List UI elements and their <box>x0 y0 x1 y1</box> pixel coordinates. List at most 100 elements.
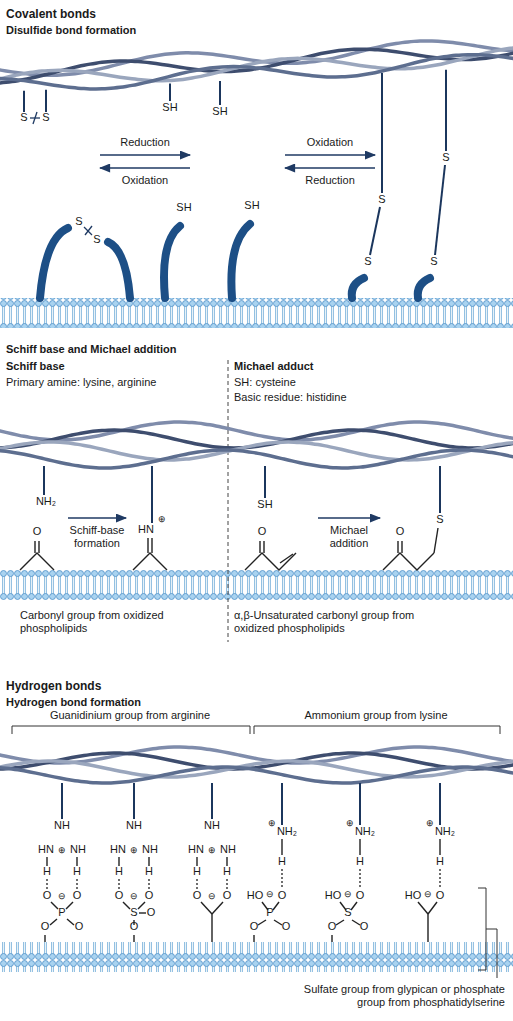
residue-stick <box>439 783 441 825</box>
residue-stick <box>435 165 445 255</box>
chemical-bond <box>428 902 437 914</box>
chemical-bond <box>44 935 45 942</box>
atom-label: NH <box>126 819 142 832</box>
atom-label: S <box>344 906 351 919</box>
arrow-label: Reduction <box>120 136 170 149</box>
chemical-bond <box>76 857 77 866</box>
charge-symbol: ⊕ <box>426 818 434 829</box>
chemical-bond <box>274 920 282 925</box>
residue-stick <box>169 84 171 102</box>
chemical-bond <box>253 935 254 942</box>
panel-subtitle: Hydrogen bond formation <box>6 696 141 709</box>
atom-label: SH <box>212 105 227 118</box>
reaction-arrow <box>68 517 380 519</box>
chemical-bond <box>331 935 332 942</box>
atom-label: O <box>115 889 124 902</box>
residue-stick <box>133 783 135 819</box>
atom-label: O <box>436 889 445 902</box>
chemical-bond <box>66 902 73 909</box>
fiber-strand <box>0 450 513 468</box>
residue-stick <box>211 783 213 819</box>
residue-stick <box>381 73 383 193</box>
atom-label: H <box>356 855 364 868</box>
atom-label: P <box>266 906 273 919</box>
panel-subtitle: Schiff base <box>6 360 65 373</box>
fiber-strand <box>0 48 513 81</box>
atom-label: NH₂ <box>355 825 375 838</box>
charge-symbol: ⊖ <box>58 891 66 902</box>
charge-symbol: ⊖ <box>130 891 138 902</box>
charge-symbol: ⊕ <box>130 845 138 856</box>
chemical-bond <box>123 902 130 909</box>
atom-label: O <box>258 525 267 538</box>
atom-label: NH₂ <box>277 825 297 838</box>
residue-stick <box>45 90 47 112</box>
chemical-bond <box>148 857 149 866</box>
arrow-label: Michael addition <box>314 524 384 550</box>
bracket-label: Ammonium group from lysine <box>304 709 447 722</box>
atom-label: O <box>130 920 139 933</box>
atom-label: H <box>145 865 153 878</box>
chemical-bond <box>211 914 212 942</box>
atom-label: S <box>20 111 27 124</box>
atom-label: O <box>356 889 365 902</box>
atom-label: H <box>278 855 286 868</box>
chemical-bond <box>51 902 58 909</box>
charge-symbol: ⊕ <box>158 514 166 525</box>
atom-label: O <box>396 525 405 538</box>
caption-text: Sulfate group from glypican or phosphate… <box>275 983 505 1009</box>
residue-stick <box>61 783 63 819</box>
atom-label: O <box>223 889 232 902</box>
panel-title: Schiff base and Michael addition <box>6 343 177 356</box>
bracket-label: Guanidinium group from arginine <box>50 709 210 722</box>
panel-title: Hydrogen bonds <box>6 679 101 693</box>
chemical-bond <box>138 902 145 909</box>
atom-label: NH <box>142 843 158 856</box>
lipid-bilayer <box>0 298 513 328</box>
cut-bond <box>30 112 92 235</box>
atom-label: O <box>193 889 202 902</box>
hydrogen-bond <box>148 879 149 889</box>
chemical-bond <box>67 919 74 925</box>
residue-stick <box>151 466 153 523</box>
chemical-bond <box>273 902 279 910</box>
atom-label: HN <box>38 843 54 856</box>
atom-label: S <box>75 215 82 228</box>
arrow-label: Oxidation <box>307 136 353 149</box>
atom-label: SH <box>257 498 272 511</box>
chemical-bond <box>226 857 227 866</box>
atom-label: O <box>41 920 50 933</box>
hydrogen-bond <box>439 869 440 889</box>
atom-label: S <box>42 111 49 124</box>
lipid-bilayer <box>0 942 513 972</box>
hydrogen-bond <box>281 869 282 889</box>
chemical-bond <box>351 902 357 910</box>
atom-label: HN <box>188 843 204 856</box>
arrow-label: Schiff-base formation <box>62 524 132 550</box>
atom-label: S <box>93 233 100 246</box>
residue-stick <box>43 466 45 495</box>
atom-label: SH <box>176 201 191 214</box>
atom-label: H <box>193 865 201 878</box>
atom-label: H <box>115 865 123 878</box>
chemical-bond <box>201 902 212 914</box>
charge-symbol: ⊖ <box>424 889 432 900</box>
charge-symbol: ⊕ <box>268 818 276 829</box>
atom-label: O <box>278 889 287 902</box>
residue-stick <box>264 466 266 498</box>
atom-label: O <box>147 906 156 919</box>
atom-label: O <box>43 889 52 902</box>
hydrogen-bond <box>46 879 47 889</box>
atom-label: NH₂ <box>435 825 455 838</box>
atom-label: SH <box>244 199 259 212</box>
atom-label: P <box>58 906 65 919</box>
atom-label: S <box>436 513 443 526</box>
atom-label: H <box>223 865 231 878</box>
residue-stick <box>219 81 221 105</box>
residue-stick <box>370 207 380 255</box>
caption-text: α,β-Unsaturated carbonyl group from oxid… <box>234 609 434 635</box>
chemical-bond <box>212 902 223 914</box>
arrow-label: Reduction <box>305 174 355 187</box>
lipid-bilayer <box>0 570 513 600</box>
chemical-bond <box>133 935 134 942</box>
